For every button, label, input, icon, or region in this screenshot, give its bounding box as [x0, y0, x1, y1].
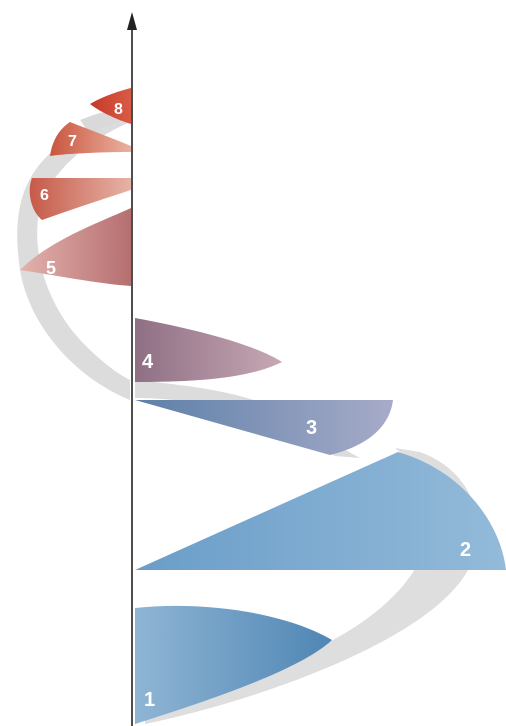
segment-8-label: 8 — [114, 101, 123, 118]
segment-4-label: 4 — [142, 351, 154, 373]
segment-1-label: 1 — [144, 689, 155, 711]
segment-6-label: 6 — [40, 187, 49, 204]
axis-arrow-icon — [127, 12, 137, 30]
segment-3-label: 3 — [306, 417, 317, 439]
segment-7-label: 7 — [68, 133, 77, 150]
segment-2-label: 2 — [460, 539, 471, 561]
segment-5-label: 5 — [46, 258, 56, 278]
segment-3-shape — [135, 400, 393, 455]
segment-4-shape — [135, 318, 282, 382]
